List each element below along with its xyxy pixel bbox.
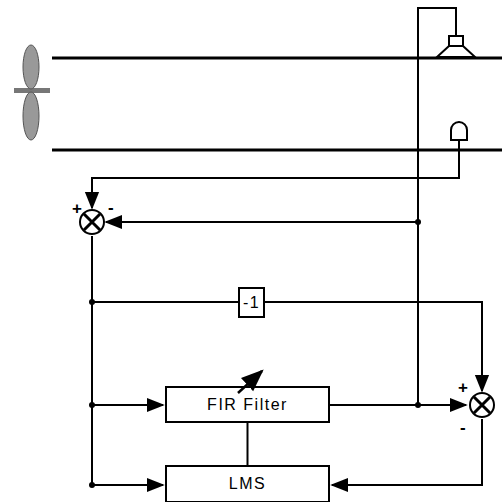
sign-label: +	[72, 200, 82, 217]
summing-junction	[470, 393, 494, 417]
microphone-symbol	[451, 122, 467, 150]
junction-dots	[89, 219, 421, 488]
box-label: FIR Filter	[207, 396, 288, 414]
box-label: -1	[243, 294, 260, 312]
summing-junction	[80, 210, 104, 234]
signal-wire	[92, 484, 163, 486]
duct-wall	[52, 149, 502, 152]
signal-wire	[106, 221, 418, 223]
loudspeaker-symbol	[437, 36, 475, 57]
algorithm-box: LMS	[165, 465, 330, 502]
speaker-wire	[418, 8, 456, 405]
signal-wire	[330, 404, 466, 406]
gain-box: -1	[238, 287, 265, 318]
filter-box: FIR Filter	[165, 386, 330, 423]
signal-wire	[91, 236, 93, 485]
signal-wire	[332, 419, 482, 485]
sign-label: -	[108, 199, 114, 216]
fan-symbol	[14, 45, 50, 140]
signal-wire	[92, 404, 163, 406]
adaptation-arrow	[238, 371, 262, 393]
sign-label: -	[460, 419, 466, 436]
sign-label: +	[458, 379, 468, 396]
mic-wire	[92, 150, 459, 208]
signal-wire	[92, 302, 482, 391]
signal-connector	[247, 423, 249, 465]
box-label: LMS	[229, 475, 266, 493]
